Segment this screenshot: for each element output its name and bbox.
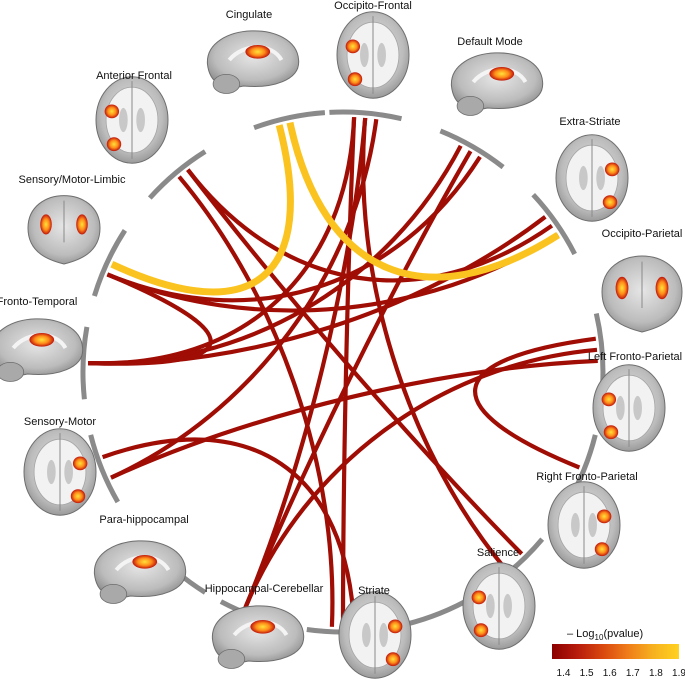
arc-occipito-frontal (329, 109, 403, 122)
arc-anterior-frontal (147, 149, 207, 200)
link-anterior-frontal-striate (177, 175, 335, 627)
label-default-mode: Default Mode (457, 36, 522, 48)
label-hippocampal-cerebellar: Hippocampal-Cerebellar (205, 583, 324, 595)
arc-default-mode (439, 128, 505, 170)
legend-tick-label: 1.4 (557, 668, 571, 679)
label-sensory-motor-limbic: Sensory/Motor-Limbic (19, 174, 126, 186)
brain-anterior-frontal (95, 76, 169, 164)
label-occipito-frontal: Occipito-Frontal (334, 0, 412, 12)
brain-cingulate (206, 30, 300, 94)
legend-tick-label: 1.7 (626, 668, 640, 679)
brain-salience (462, 562, 536, 650)
brain-thumbnails (0, 11, 683, 679)
label-anterior-frontal: Anterior Frontal (96, 70, 172, 82)
legend-tick-label: 1.6 (603, 668, 617, 679)
link-occipito-parietal-hippocampal-cerebellar (243, 347, 598, 609)
arc-extra-striate (531, 192, 577, 256)
brain-left-fronto-parietal (592, 364, 666, 452)
legend-tick-label: 1.8 (649, 668, 663, 679)
brain-default-mode (450, 52, 544, 116)
brain-occipito-parietal (601, 255, 683, 333)
link-sensory-motor-striate (101, 437, 357, 627)
arc-sensory-motor-limbic (92, 229, 127, 297)
legend-colorbar (552, 644, 679, 659)
link-cingulate-sensory-motor-limbic (110, 124, 294, 296)
legend-ticks: 1.4 1.5 1.6 1.7 1.8 1.9 (557, 668, 685, 679)
label-fronto-temporal: Fronto-Temporal (0, 296, 77, 308)
brain-sensory-motor (23, 428, 97, 516)
link-sensory-motor-limbic-fronto-temporal (88, 272, 213, 366)
brain-right-fronto-parietal (547, 481, 621, 569)
link-cingulate-extra-striate (286, 121, 560, 281)
brain-occipito-frontal (336, 11, 410, 99)
brain-extra-striate (555, 134, 629, 222)
arc-sensory-motor (88, 434, 120, 504)
brain-para-hippocampal (93, 540, 187, 604)
brain-hippocampal-cerebellar (211, 605, 305, 669)
arc-fronto-temporal (80, 326, 90, 400)
brain-sensory-motor-limbic (27, 195, 101, 265)
label-right-fronto-parietal: Right Fronto-Parietal (536, 471, 638, 483)
arc-occipito-parietal (593, 312, 606, 386)
link-occipito-frontal-right-fronto-parietal (361, 117, 507, 571)
label-para-hippocampal: Para-hippocampal (99, 514, 188, 526)
link-occipito-frontal-hippocampal-cerebellar (243, 117, 368, 609)
label-occipito-parietal: Occipito-Parietal (602, 228, 683, 240)
label-sensory-motor: Sensory-Motor (24, 416, 96, 428)
link-extra-striate-anterior-frontal (186, 168, 554, 283)
label-extra-striate: Extra-Striate (559, 116, 620, 128)
connection-links (88, 117, 598, 628)
brain-fronto-temporal (0, 318, 84, 382)
legend-tick-label: 1.5 (580, 668, 594, 679)
color-legend: – Log10(pvalue) 1.4 1.5 1.6 1.7 1.8 1.9 (552, 628, 685, 679)
legend-title: – Log10(pvalue) (567, 628, 643, 642)
link-occipito-parietal-sensory-motor (110, 358, 598, 480)
link-occipito-parietal-left-fronto-parietal (473, 336, 597, 470)
legend-tick-label: 1.9 (672, 668, 685, 679)
brain-striate (338, 591, 412, 679)
arc-cingulate (253, 110, 326, 131)
link-default-mode-hippocampal-cerebellar (243, 150, 473, 609)
label-left-fronto-parietal: Left Fronto-Parietal (588, 351, 682, 363)
label-salience: Salience (477, 547, 519, 559)
link-anterior-frontal-right-fronto-parietal (186, 168, 524, 556)
region-arcs (80, 109, 606, 635)
label-striate: Striate (358, 585, 390, 597)
label-cingulate: Cingulate (226, 9, 272, 21)
